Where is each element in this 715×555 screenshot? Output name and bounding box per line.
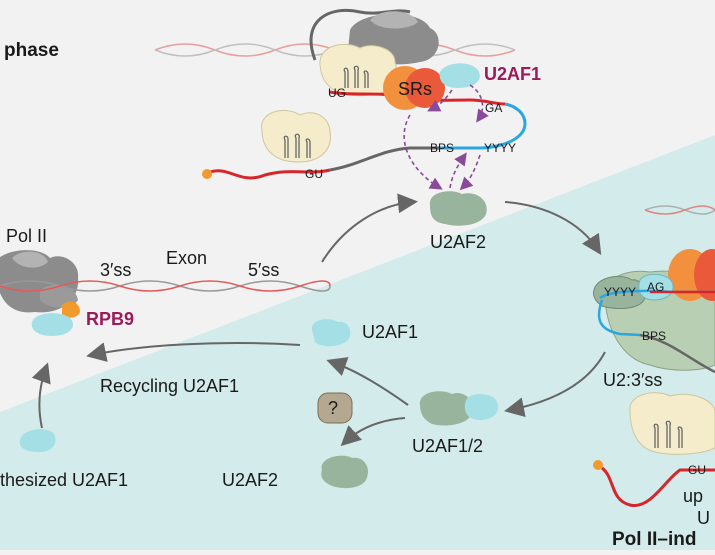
rna-intron-left: [329, 146, 440, 172]
pol2-ind-label: Pol II–ind: [612, 529, 696, 550]
u2af2-protein-bottom: [321, 455, 369, 489]
pol2-label: Pol II: [6, 226, 47, 246]
u2af1-in-dimer: [464, 394, 499, 420]
sr-protein-red: [405, 68, 445, 108]
unknown-factor: [317, 392, 353, 424]
cap-5prime-top: [202, 169, 212, 179]
u2af1-top-label: U2AF1: [484, 64, 541, 84]
u2af2-in-dimer: [419, 391, 473, 426]
interaction-arrows: [403, 84, 489, 191]
rna-exon-bottomright: [600, 466, 715, 507]
sr-protein-right-red: [694, 249, 715, 301]
snrna-stemloop-top: [343, 65, 369, 88]
rpb9-label: RPB9: [86, 309, 134, 329]
up-partial-label: up: [683, 486, 703, 506]
ga-label: GA: [485, 101, 502, 115]
arrow-from-u2af2: [504, 201, 602, 256]
arrow-to-dimer: [504, 351, 606, 418]
u2af1-protein-right: [638, 273, 674, 301]
u2af1-protein-mid: [311, 319, 351, 347]
snrna-stemloop-left: [283, 133, 311, 158]
arrow-recycling: [86, 342, 301, 362]
background-teal-region: [0, 135, 715, 550]
u2af1-mid-label: U2AF1: [362, 322, 418, 342]
synthesized-label: thesized U2AF1: [0, 470, 128, 490]
u2af12-label: U2AF1/2: [412, 436, 483, 456]
ss3-label: 3′ss: [100, 260, 131, 280]
exon-label: Exon: [166, 248, 207, 268]
u2af1-bound-pol2: [31, 313, 74, 336]
u2-3ss-label: U2:3′ss: [603, 370, 662, 390]
arrow-to-u2af2: [321, 193, 418, 263]
rna-tether-loop: [309, 8, 411, 61]
arrow-to-u2af1: [326, 357, 409, 406]
rpb9-subunit: [62, 301, 80, 318]
yyyy-top-label: YYYY: [484, 141, 516, 155]
cap-5prime-bottomright: [593, 460, 603, 470]
ag-right-label: AG: [647, 280, 664, 294]
question-label: ?: [328, 398, 338, 418]
rna-exon-left: [209, 168, 331, 180]
u-partial-label: U: [697, 508, 710, 528]
u2af2-protein-center: [429, 191, 487, 226]
snrnp-right: [629, 392, 715, 455]
gu-right-label: GU: [688, 463, 706, 477]
srs-label: SRs: [398, 79, 432, 99]
phase-label: phase: [4, 40, 59, 61]
rna-intron-right: [597, 299, 641, 337]
ss5-label: 5′ss: [248, 260, 279, 280]
arrow-synthesized-up: [31, 362, 51, 429]
u2af1-protein-top: [439, 63, 480, 88]
rna-branch-right: [639, 333, 715, 374]
u2af1-new-protein: [19, 429, 56, 452]
u2af2-center-label: U2AF2: [430, 232, 486, 252]
bps-top-label: BPS: [430, 141, 454, 155]
snrna-stemloop-right: [653, 420, 683, 448]
bps-right-label: BPS: [642, 329, 666, 343]
snrnp-left: [261, 109, 331, 163]
arrow-to-u2af2: [340, 417, 406, 447]
dna-helix-left: [0, 280, 331, 292]
ug-label: UG: [328, 86, 346, 100]
rna-intron-top: [479, 102, 527, 150]
yyyy-right-label: YYYY: [604, 285, 636, 299]
dna-helix-right: [644, 205, 715, 215]
recycling-label: Recycling U2AF1: [100, 376, 239, 396]
u2af2-bottom-label: U2AF2: [222, 470, 278, 490]
gu-left-label: GU: [305, 167, 323, 181]
